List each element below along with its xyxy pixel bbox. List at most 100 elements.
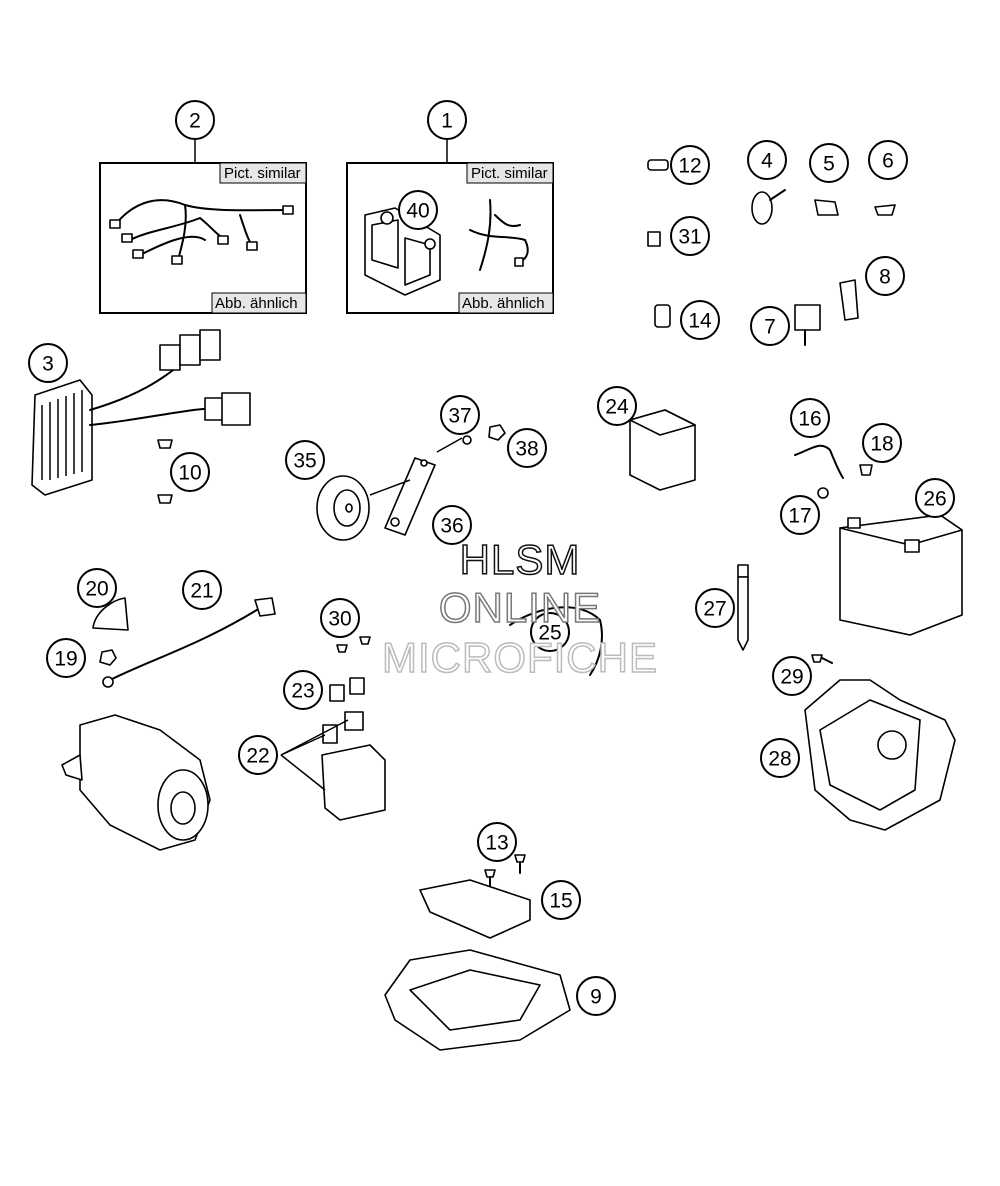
- callout-circle: [772, 656, 812, 696]
- callout-number: 31: [678, 226, 701, 249]
- callout-circle: [597, 386, 637, 426]
- callout-number: 40: [406, 200, 429, 223]
- tray-9: [384, 949, 571, 1051]
- callout-15: 15: [541, 880, 581, 920]
- callout-circle: [440, 395, 480, 435]
- callout-circle: [670, 145, 710, 185]
- callout-number: 20: [85, 578, 108, 601]
- callout-9: 9: [576, 976, 616, 1016]
- callout-30: 30: [320, 598, 360, 638]
- callout-number: 19: [54, 648, 77, 671]
- callout-number: 6: [882, 150, 894, 173]
- callout-number: 26: [923, 488, 946, 511]
- callout-circle: [576, 976, 616, 1016]
- callout-circle: [182, 570, 222, 610]
- cable-tie-4: [751, 189, 786, 225]
- callout-13: 13: [477, 822, 517, 862]
- callout-number: 10: [178, 462, 201, 485]
- callout-20: 20: [77, 568, 117, 608]
- cap-20: [92, 597, 129, 631]
- callout-circle: [77, 568, 117, 608]
- watermark-line-1: HLSM: [459, 535, 581, 584]
- callout-circle: [915, 478, 955, 518]
- clip-5: [814, 199, 839, 216]
- callout-3: 3: [28, 343, 68, 383]
- washer-17: [817, 487, 829, 499]
- callout-circle: [432, 505, 472, 545]
- callout-circle: [477, 822, 517, 862]
- cable-25: [509, 606, 603, 676]
- callout-number: 28: [768, 748, 791, 771]
- callout-29: 29: [772, 656, 812, 696]
- starter-motor: [61, 714, 211, 851]
- cable-16: [794, 444, 844, 479]
- callout-21: 21: [182, 570, 222, 610]
- callout-circle: [238, 735, 278, 775]
- callout-number: 22: [246, 745, 269, 768]
- callout-number: 18: [870, 433, 893, 456]
- callout-number: 3: [42, 353, 54, 376]
- callout-circle: [283, 670, 323, 710]
- callout-28: 28: [760, 738, 800, 778]
- cable-21: [102, 597, 276, 688]
- watermark-line-3: MICROFICHE: [381, 633, 658, 682]
- callout-circle: [747, 140, 787, 180]
- callout-36: 36: [432, 505, 472, 545]
- cover-15: [419, 879, 531, 939]
- callout-18: 18: [862, 423, 902, 463]
- callout-number: 16: [798, 408, 821, 431]
- screw-30: [336, 636, 371, 653]
- clip-6: [874, 204, 896, 216]
- callout-35: 35: [285, 440, 325, 480]
- connector-14: [654, 304, 671, 328]
- fuse-31: [647, 231, 661, 247]
- horn: [316, 475, 370, 541]
- callout-circle: [530, 612, 570, 652]
- callout-circle: [285, 440, 325, 480]
- callout-circle: [28, 343, 68, 383]
- inset-label-bottom: Abb. ähnlich: [215, 295, 298, 312]
- washer-37: [462, 435, 472, 445]
- callout-number: 35: [293, 450, 316, 473]
- callout-circle: [670, 216, 710, 256]
- callout-number: 25: [538, 622, 561, 645]
- callout-number: 12: [678, 155, 701, 178]
- callout-circle: [541, 880, 581, 920]
- callout-number: 13: [485, 832, 508, 855]
- callout-circle: [507, 428, 547, 468]
- callout-circle: [427, 100, 467, 140]
- inset-label-top: Pict. similar: [224, 165, 301, 182]
- callout-circle: [865, 256, 905, 296]
- callout-circle: [170, 452, 210, 492]
- callout-7: 7: [750, 306, 790, 346]
- callout-number: 9: [590, 986, 602, 1009]
- callout-number: 5: [823, 153, 835, 176]
- callout-19: 19: [46, 638, 86, 678]
- callout-number: 14: [688, 310, 712, 333]
- callout-number: 1: [441, 110, 453, 133]
- callout-17: 17: [780, 495, 820, 535]
- callout-circle: [320, 598, 360, 638]
- screw-13: [484, 854, 526, 889]
- callout-1: 1: [427, 100, 467, 140]
- callout-38: 38: [507, 428, 547, 468]
- callout-number: 15: [549, 890, 572, 913]
- callout-25: 25: [530, 612, 570, 652]
- inset-box-wiring-harness: Pict. similar Abb. ähnlich: [99, 162, 307, 314]
- battery-box-28: [804, 679, 956, 831]
- callout-31: 31: [670, 216, 710, 256]
- callout-circle: [695, 588, 735, 628]
- nut-19: [99, 649, 117, 666]
- callout-circle: [862, 423, 902, 463]
- callout-10: 10: [170, 452, 210, 492]
- callout-number: 38: [515, 438, 538, 461]
- watermark-line-2: ONLINE: [438, 583, 602, 632]
- sensor-27: [737, 564, 749, 651]
- callout-6: 6: [868, 140, 908, 180]
- callout-circle: [398, 190, 438, 230]
- harness-bracket-drawing: [364, 199, 529, 296]
- inset-label-bottom: Abb. ähnlich: [462, 295, 545, 312]
- screw-18: [859, 464, 873, 476]
- callout-circle: [780, 495, 820, 535]
